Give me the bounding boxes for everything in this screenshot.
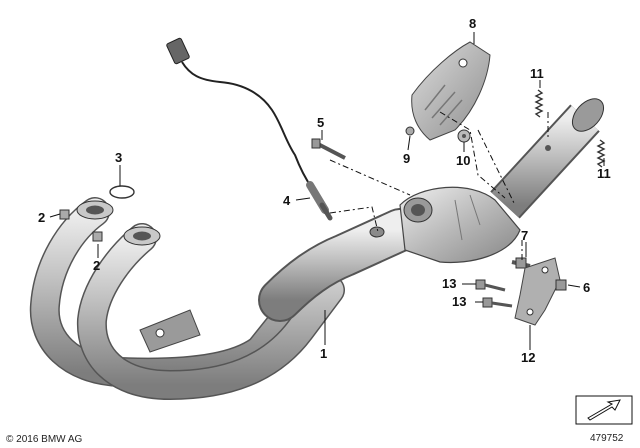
callout-5: 5 [317,115,324,130]
callout-11-top: 11 [530,66,544,81]
callout-10: 10 [456,153,470,168]
callout-labels: 1 2 2 3 4 5 6 7 8 9 10 11 11 12 13 13 [38,16,611,365]
bracket-hole [155,328,165,338]
tail-pipe [490,98,605,219]
nut-part-6 [555,279,567,291]
assembly-lines [329,111,549,262]
callout-6: 6 [583,280,590,295]
tail-pipe-opening [571,98,605,132]
bolt-part-5 [311,138,346,160]
heat-shield [411,41,491,141]
bolt-part-7 [511,257,531,269]
sensor-plug [166,37,190,65]
sensor-cable [181,61,313,189]
callout-9: 9 [403,151,410,166]
springs-part-11 [534,89,606,168]
stud-nut-left [59,209,70,220]
pipe-bracket [139,309,201,353]
oxygen-sensor [166,37,333,221]
orientation-icon [575,395,633,425]
callout-2-right: 2 [93,258,100,273]
fasteners-shield [405,126,471,143]
callout-13-top: 13 [442,276,456,291]
screw-part-9 [405,126,415,136]
leader-lines [49,32,605,350]
diagram-number: 479752 [590,433,624,444]
callout-8: 8 [469,16,476,31]
copyright-text: © 2016 BMW AG [6,434,83,445]
catalytic-converter [399,186,521,264]
callout-13-bottom: 13 [452,294,466,309]
gasket-ring [109,185,135,199]
hanger-bracket [514,257,567,326]
header-pipe-assembly [29,197,422,401]
callout-4: 4 [283,193,291,208]
callout-11-bottom: 11 [597,166,611,181]
callout-7: 7 [521,228,528,243]
sensor-boss [369,226,385,238]
callout-12: 12 [521,350,535,365]
callout-1: 1 [320,346,327,361]
callout-3: 3 [115,150,122,165]
bolts-part-13 [475,279,513,308]
callout-2-left: 2 [38,210,45,225]
stud-nut-right [92,231,103,242]
